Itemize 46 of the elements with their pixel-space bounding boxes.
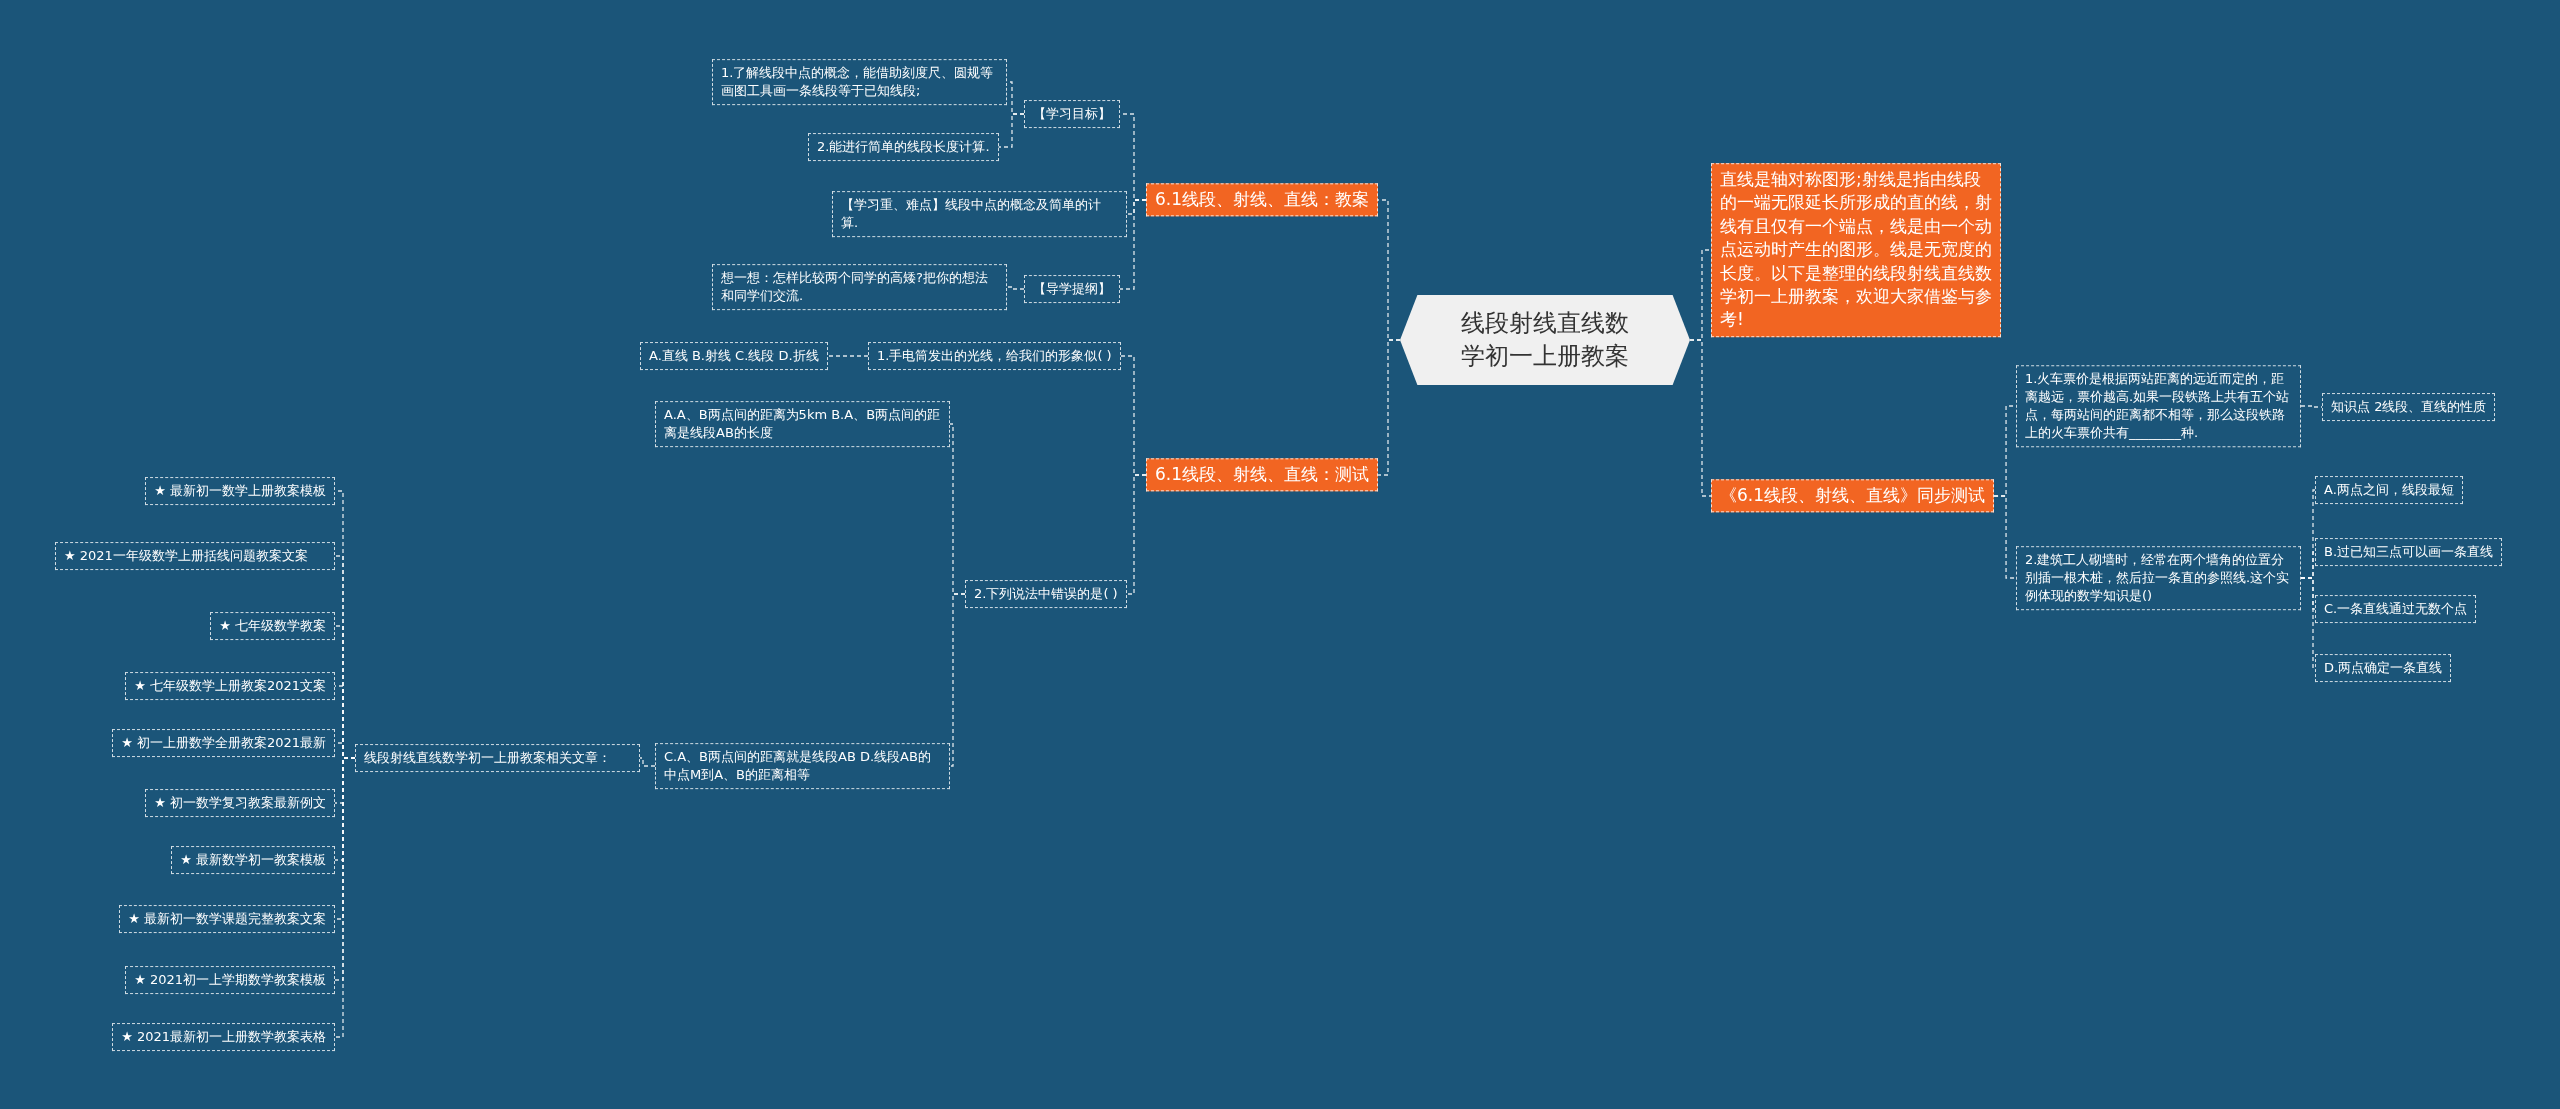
subtopic-box: ★ 最新数学初一教案模板: [171, 846, 335, 874]
subtopic-box: D.两点确定一条直线: [2315, 654, 2452, 682]
connector-line: [997, 113, 1025, 148]
connector-line: [639, 757, 656, 767]
connector-line: [2300, 577, 2316, 669]
subtopic-box: A.A、B两点间的距离为5km B.A、B两点间的距离是线段AB的长度: [655, 401, 950, 447]
connector-line: [1126, 474, 1147, 595]
subtopic-box: ★ 最新初一数学课题完整教案文案: [119, 905, 335, 933]
subtopic-box: C.一条直线通过无数个点: [2315, 595, 2477, 623]
subtopic-box: 2.建筑工人砌墙时，经常在两个墙角的位置分别插一根木桩，然后拉一条直的参照线.这个实例体现的数学知识是(): [2016, 546, 2301, 610]
subtopic-box: 2.能进行简单的线段长度计算.: [808, 133, 999, 161]
subtopic-box: A.直线 B.射线 C.线段 D.折线: [640, 342, 828, 370]
subtopic-box: 2.下列说法中错误的是( ): [965, 580, 1127, 608]
subtopic-box: ★ 初一数学复习教案最新例文: [145, 789, 335, 817]
connector-line: [949, 593, 966, 767]
subtopic-box: 想一想：怎样比较两个同学的高矮?把你的想法和同学们交流.: [712, 264, 1007, 310]
central-topic: 线段射线直线数学初一上册教案: [1400, 295, 1690, 385]
connector-line: [1689, 339, 1712, 497]
subtopic-box: B.过已知三点可以画一条直线: [2315, 538, 2503, 566]
subtopic-box: ★ 2021最新初一上册数学教案表格: [112, 1023, 335, 1051]
connector-line: [1006, 286, 1025, 290]
topic-box: 6.1线段、射线、直线：教案: [1146, 183, 1379, 217]
subtopic-box: 1.火车票价是根据两站距离的远近而定的，距离越远，票价越高.如果一段铁路上共有五个站点，每两站间的距离都不相等，那么这段铁路上的火车票价共有________种.: [2016, 365, 2301, 447]
subtopic-box: ★ 2021初一上学期数学教案模板: [125, 966, 335, 994]
subtopic-box: ★ 初一上册数学全册教案2021最新: [112, 729, 335, 757]
connector-line: [1119, 199, 1147, 290]
subtopic-box: 【学习重、难点】线段中点的概念及简单的计算.: [832, 191, 1127, 237]
subtopic-box: 知识点 2线段、直线的性质: [2322, 393, 2496, 421]
subtopic-box: A.两点之间，线段最短: [2315, 476, 2463, 504]
topic-box: 直线是轴对称图形;射线是指由线段的一端无限延长所形成的直的线，射线有且仅有一个端点，线是由一个动点运动时产生的图形。线是无宽度的长度。以下是整理的线段射线直线数学初一上册教案，欢迎大家借鉴与参考!: [1711, 163, 2001, 337]
topic-box: 6.1线段、射线、直线：测试: [1146, 458, 1379, 492]
subtopic-box: C.A、B两点间的距离就是线段AB D.线段AB的中点M到A、B的距离相等: [655, 743, 950, 789]
connector-line: [1377, 339, 1401, 476]
subtopic-box: ★ 最新初一数学上册教案模板: [145, 477, 335, 505]
topic-box: 《6.1线段、射线、直线》同步测试: [1711, 479, 1995, 513]
subtopic-box: 【学习目标】: [1024, 100, 1120, 128]
subtopic-box: ★ 2021一年级数学上册括线问题教案文案: [55, 542, 335, 570]
connector-line: [826, 355, 869, 357]
subtopic-box: ★ 七年级数学教案: [210, 612, 335, 640]
connector-line: [2300, 405, 2323, 408]
subtopic-box: 1.手电筒发出的光线，给我们的形象似( ): [868, 342, 1121, 370]
subtopic-box: 线段射线直线数学初一上册教案相关文章：: [355, 744, 640, 772]
subtopic-box: 【导学提纲】: [1024, 275, 1120, 303]
connector-line: [1993, 495, 2017, 579]
subtopic-box: ★ 七年级数学上册教案2021文案: [125, 672, 335, 700]
subtopic-box: 1.了解线段中点的概念，能借助刻度尺、圆规等画图工具画一条线段等于已知线段;: [712, 59, 1007, 105]
